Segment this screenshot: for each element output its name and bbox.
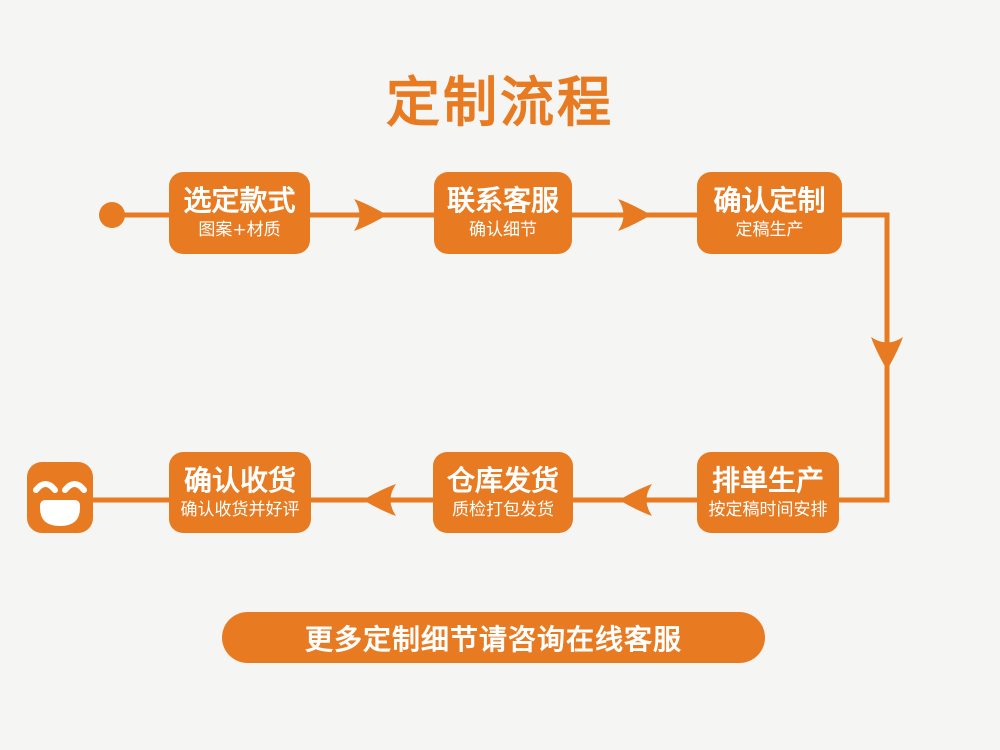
step-sublabel: 图案+材质 — [198, 220, 281, 240]
page-title: 定制流程 — [386, 71, 614, 134]
step-label: 确认收货 — [183, 463, 296, 497]
step-label: 选定款式 — [183, 184, 296, 217]
step-box-select-style: 选定款式 图案+材质 — [169, 172, 310, 254]
step-sublabel: 按定稿时间安排 — [708, 499, 828, 520]
arrow-right-icon — [354, 199, 387, 231]
step-sublabel: 质检打包发货 — [452, 499, 554, 520]
step-sublabel: 定稿生产 — [735, 220, 804, 240]
step-box-contact-service: 联系客服 确认细节 — [434, 172, 572, 254]
step-label: 仓库发货 — [446, 463, 559, 497]
step-sublabel: 确认收货并好评 — [180, 499, 300, 520]
step-box-schedule-production: 排单生产 按定稿时间安排 — [697, 452, 839, 533]
step-box-warehouse-shipping: 仓库发货 质检打包发货 — [433, 452, 573, 533]
arrow-right-icon — [618, 199, 651, 231]
step-sublabel: 确认细节 — [469, 220, 537, 240]
footer-cta-label: 更多定制细节请咨询在线客服 — [304, 622, 682, 656]
step-label: 联系客服 — [446, 184, 559, 217]
arrow-down-icon — [871, 337, 903, 370]
arrow-left-icon — [619, 484, 652, 516]
arrow-left-icon — [363, 484, 396, 516]
step-label: 确认定制 — [713, 184, 826, 217]
footer-cta-button[interactable]: 更多定制细节请咨询在线客服 — [222, 612, 765, 663]
step-label: 排单生产 — [711, 463, 824, 497]
smiley-face-icon — [27, 462, 93, 533]
step-box-confirm-customization: 确认定制 定稿生产 — [697, 172, 842, 254]
start-dot-icon — [99, 202, 125, 228]
step-box-confirm-receipt: 确认收货 确认收货并好评 — [169, 452, 311, 533]
